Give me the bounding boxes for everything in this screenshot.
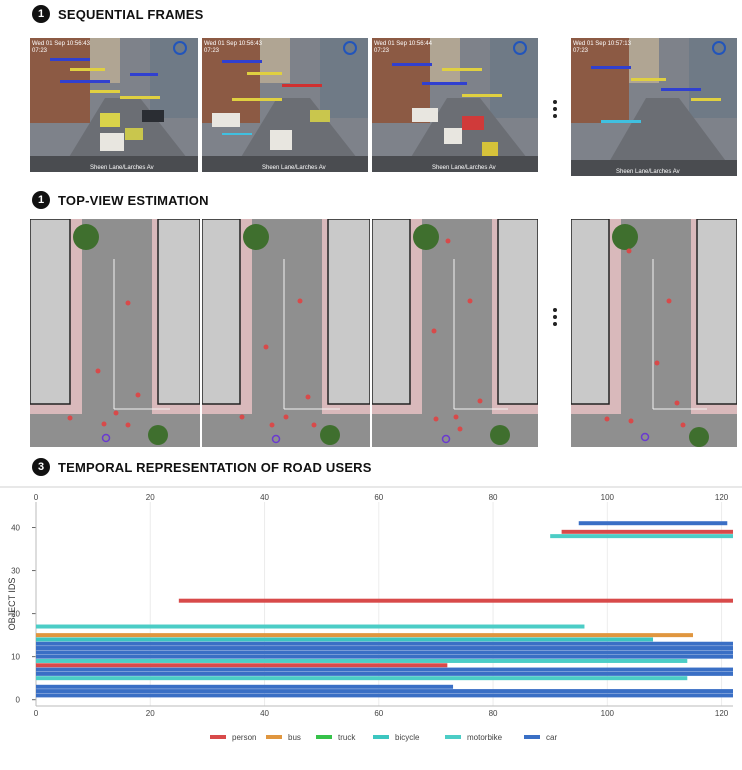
legend-swatch-truck bbox=[316, 735, 332, 739]
road-user-timeline-chart: 002020404060608080100100120120010203040 … bbox=[0, 486, 742, 742]
legend-swatch-motorbike bbox=[445, 735, 461, 739]
x-tick-label-top: 0 bbox=[34, 493, 39, 502]
top-view-map-2 bbox=[202, 219, 370, 447]
x-tick-label-bottom: 20 bbox=[146, 709, 155, 718]
x-tick-label-top: 60 bbox=[374, 493, 383, 502]
legend-label-motorbike: motorbike bbox=[467, 733, 503, 742]
section-top-view-estimation: 1 TOP-VIEW ESTIMATION bbox=[32, 191, 209, 209]
step-badge: 1 bbox=[32, 5, 50, 23]
timeline-bar-car bbox=[36, 684, 454, 689]
x-tick-label-top: 80 bbox=[489, 493, 498, 502]
y-axis-label: OBJECT IDS bbox=[7, 578, 17, 631]
legend-swatch-car bbox=[524, 735, 540, 739]
section-sequential-frames: 1 SEQUENTIAL FRAMES bbox=[32, 5, 203, 23]
camera-frame-1: Wed 01 Sep 10:56:43 07:23 Sheen Lane/Lar… bbox=[30, 38, 198, 172]
y-tick-label: 40 bbox=[11, 524, 20, 533]
timeline-bar-car bbox=[36, 650, 733, 655]
timeline-bar-car bbox=[36, 641, 733, 646]
timeline-bar-car bbox=[36, 671, 733, 676]
timeline-bar-person bbox=[36, 663, 448, 668]
ellipsis-dots bbox=[552, 100, 558, 121]
frame-id: 07:23 bbox=[32, 48, 48, 54]
camera-frame-3: Wed 01 Sep 10:56:44 07:23 Sheen Lane/Lar… bbox=[372, 38, 538, 172]
timeline-bar-car bbox=[578, 521, 728, 526]
timeline-bar-person bbox=[561, 529, 733, 534]
x-tick-label-top: 100 bbox=[601, 493, 615, 502]
x-tick-label-bottom: 40 bbox=[260, 709, 269, 718]
timeline-bar-bus bbox=[36, 633, 694, 638]
legend-swatch-bus bbox=[266, 735, 282, 739]
legend-swatch-person bbox=[210, 735, 226, 739]
x-tick-label-bottom: 120 bbox=[715, 709, 729, 718]
y-tick-label: 10 bbox=[11, 653, 20, 662]
x-tick-label-top: 120 bbox=[715, 493, 729, 502]
timeline-bar-bicycle bbox=[36, 637, 654, 642]
frame-timestamp: Wed 01 Sep 10:56:44 bbox=[374, 41, 433, 47]
ellipsis-dots bbox=[552, 308, 558, 329]
timeline-bar-car bbox=[36, 654, 733, 659]
frame-timestamp: Wed 01 Sep 10:56:43 bbox=[32, 41, 91, 47]
legend-label-car: car bbox=[546, 733, 557, 742]
section-title: TOP-VIEW ESTIMATION bbox=[58, 192, 209, 208]
section-title: TEMPORAL REPRESENTATION OF ROAD USERS bbox=[58, 459, 372, 475]
frame-street-label: Sheen Lane/Larches Av bbox=[432, 165, 496, 171]
x-tick-label-bottom: 0 bbox=[34, 709, 39, 718]
step-badge: 3 bbox=[32, 458, 50, 476]
frame-street-label: Sheen Lane/Larches Av bbox=[616, 169, 680, 175]
y-tick-label: 20 bbox=[11, 610, 20, 619]
timeline-bar-motorbike bbox=[36, 658, 688, 663]
frame-id: 07:23 bbox=[573, 48, 589, 54]
timeline-bar-motorbike bbox=[550, 534, 733, 539]
frame-id: 07:23 bbox=[374, 48, 390, 54]
frame-street-label: Sheen Lane/Larches Av bbox=[90, 165, 154, 171]
section-temporal-representation: 3 TEMPORAL REPRESENTATION OF ROAD USERS bbox=[32, 458, 372, 476]
timeline-bar-motorbike bbox=[36, 676, 688, 681]
frame-timestamp: Wed 01 Sep 10:56:43 bbox=[204, 41, 263, 47]
x-tick-label-bottom: 80 bbox=[489, 709, 498, 718]
camera-frame-4: Wed 01 Sep 10:57:13 07:23 Sheen Lane/Lar… bbox=[571, 38, 737, 176]
y-tick-label: 30 bbox=[11, 567, 20, 576]
step-badge: 1 bbox=[32, 191, 50, 209]
chart-legend: person bus truck bicycle motorbike car bbox=[210, 733, 557, 742]
frame-street-label: Sheen Lane/Larches Av bbox=[262, 165, 326, 171]
timeline-bar-motorbike bbox=[36, 624, 585, 629]
legend-label-truck: truck bbox=[338, 733, 356, 742]
legend-label-bus: bus bbox=[288, 733, 301, 742]
x-tick-label-bottom: 60 bbox=[374, 709, 383, 718]
x-tick-label-top: 20 bbox=[146, 493, 155, 502]
x-tick-label-top: 40 bbox=[260, 493, 269, 502]
camera-frame-2: Wed 01 Sep 10:56:43 07:23 Sheen Lane/Lar… bbox=[202, 38, 368, 172]
section-title: SEQUENTIAL FRAMES bbox=[58, 6, 204, 22]
y-tick-label: 0 bbox=[16, 696, 21, 705]
legend-swatch-bicycle bbox=[373, 735, 389, 739]
timeline-bar-car bbox=[36, 689, 733, 694]
top-view-map-1 bbox=[30, 219, 200, 447]
legend-label-person: person bbox=[232, 733, 256, 742]
frame-id: 07:23 bbox=[204, 48, 220, 54]
timeline-bar-car bbox=[36, 646, 733, 651]
top-view-map-4 bbox=[571, 219, 737, 447]
frame-timestamp: Wed 01 Sep 10:57:13 bbox=[573, 41, 632, 47]
legend-label-bicycle: bicycle bbox=[395, 733, 420, 742]
x-tick-label-bottom: 100 bbox=[601, 709, 615, 718]
timeline-bar-car bbox=[36, 693, 733, 698]
top-view-map-3 bbox=[372, 219, 538, 447]
timeline-bar-person bbox=[178, 598, 733, 603]
timeline-bar-car bbox=[36, 667, 733, 672]
